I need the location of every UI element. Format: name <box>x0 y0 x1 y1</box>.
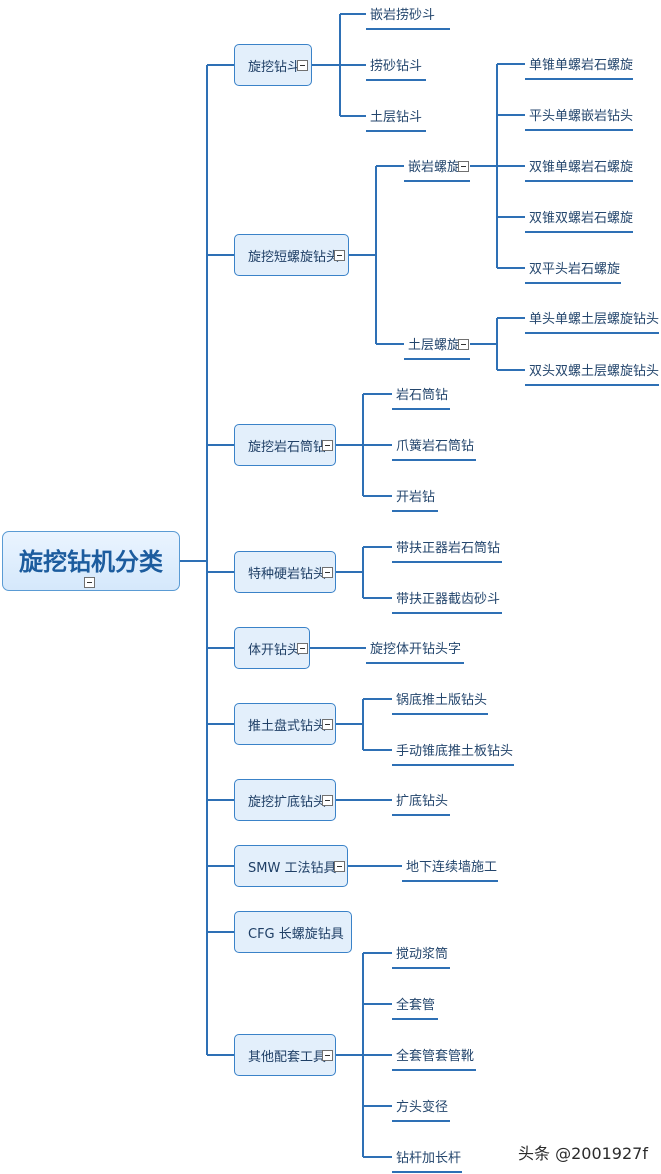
leaf-label[interactable]: 捞砂钻斗 <box>370 59 423 74</box>
collapse-toggle-icon[interactable] <box>297 643 308 654</box>
leaf-underline <box>392 1069 476 1071</box>
collapse-toggle-icon[interactable] <box>322 567 333 578</box>
leaf-label[interactable]: 手动锥底推土板钻头 <box>396 744 514 759</box>
leaf-label[interactable]: 带扶正器岩石筒钻 <box>396 541 501 556</box>
leaf-underline <box>392 408 450 410</box>
branch-node[interactable]: 特种硬岩钻头 <box>234 551 336 593</box>
leaf-underline <box>392 459 476 461</box>
leaf-label[interactable]: 双锥双螺岩石螺旋 <box>529 211 634 226</box>
leaf-underline <box>392 967 450 969</box>
leaf-label[interactable]: 双平头岩石螺旋 <box>529 262 621 277</box>
branch-node[interactable]: 旋挖短螺旋钻头 <box>234 234 349 276</box>
leaf-underline <box>402 880 498 882</box>
leaf-label[interactable]: 钻杆加长杆 <box>396 1151 462 1166</box>
collapse-toggle-icon[interactable] <box>322 795 333 806</box>
subgroup-label[interactable]: 嵌岩螺旋 <box>408 160 461 175</box>
branch-node[interactable]: 旋挖扩底钻头 <box>234 779 336 821</box>
branch-label: 其他配套工具 <box>248 1049 327 1065</box>
collapse-toggle-icon[interactable] <box>322 719 333 730</box>
leaf-underline <box>525 384 659 386</box>
leaf-label[interactable]: 全套管套管靴 <box>396 1049 475 1064</box>
leaf-underline <box>404 180 470 182</box>
leaf-label[interactable]: 爪簧岩石筒钻 <box>396 439 475 454</box>
leaf-label[interactable]: 土层钻斗 <box>370 110 423 125</box>
leaf-label[interactable]: 旋挖体开钻头字 <box>370 642 462 657</box>
branch-label: 旋挖岩石筒钻 <box>248 439 327 455</box>
branch-label: 旋挖钻斗 <box>248 59 301 75</box>
leaf-label[interactable]: 单锥单螺岩石螺旋 <box>529 58 634 73</box>
leaf-underline <box>525 129 633 131</box>
root-label: 旋挖钻机分类 <box>19 547 163 576</box>
leaf-label[interactable]: 扩底钻头 <box>396 794 449 809</box>
leaf-underline <box>392 1171 462 1173</box>
watermark: 头条 @2001927f <box>518 1144 648 1163</box>
leaf-underline <box>525 78 633 80</box>
leaf-underline <box>392 1018 438 1020</box>
leaf-underline <box>392 1120 450 1122</box>
leaf-underline <box>525 332 659 334</box>
branch-node[interactable]: CFG 长螺旋钻具 <box>234 911 352 953</box>
leaf-label[interactable]: 双锥单螺岩石螺旋 <box>529 160 634 175</box>
leaf-label[interactable]: 单头单螺土层螺旋钻头 <box>529 312 660 327</box>
collapse-toggle-icon[interactable] <box>322 440 333 451</box>
leaf-label[interactable]: 地下连续墙施工 <box>406 860 498 875</box>
collapse-toggle-icon[interactable] <box>334 250 345 261</box>
leaf-underline <box>366 79 426 81</box>
collapse-toggle-icon[interactable] <box>334 861 345 872</box>
collapse-toggle-icon[interactable] <box>458 161 469 172</box>
leaf-label[interactable]: 锅底推土版钻头 <box>396 693 488 708</box>
branch-label: 旋挖扩底钻头 <box>248 794 327 810</box>
branch-label: SMW 工法钻具 <box>248 860 337 876</box>
leaf-underline <box>366 130 426 132</box>
branch-node[interactable]: 其他配套工具 <box>234 1034 336 1076</box>
branch-label: 特种硬岩钻头 <box>248 566 327 582</box>
leaf-underline <box>404 358 470 360</box>
leaf-underline <box>392 510 438 512</box>
leaf-underline <box>525 231 633 233</box>
collapse-toggle-icon[interactable] <box>458 339 469 350</box>
collapse-toggle-icon[interactable] <box>297 60 308 71</box>
leaf-underline <box>392 612 502 614</box>
collapse-toggle-icon[interactable] <box>84 577 95 588</box>
branch-node[interactable]: 推土盘式钻头 <box>234 703 336 745</box>
branch-label: 旋挖短螺旋钻头 <box>248 249 340 265</box>
leaf-label[interactable]: 搅动浆筒 <box>396 947 449 962</box>
leaf-label[interactable]: 方头变径 <box>396 1100 449 1115</box>
leaf-label[interactable]: 全套管 <box>396 998 436 1013</box>
collapse-toggle-icon[interactable] <box>322 1050 333 1061</box>
leaf-underline <box>366 662 464 664</box>
leaf-underline <box>525 282 621 284</box>
leaf-underline <box>392 814 450 816</box>
leaf-underline <box>525 180 633 182</box>
branch-label: CFG 长螺旋钻具 <box>248 926 344 942</box>
leaf-label[interactable]: 双头双螺土层螺旋钻头 <box>529 364 660 379</box>
leaf-underline <box>392 764 514 766</box>
branch-node[interactable]: SMW 工法钻具 <box>234 845 348 887</box>
leaf-label[interactable]: 带扶正器截齿砂斗 <box>396 592 501 607</box>
branch-label: 推土盘式钻头 <box>248 718 327 734</box>
leaf-label[interactable]: 嵌岩捞砂斗 <box>370 8 436 23</box>
leaf-underline <box>392 713 488 715</box>
branch-node[interactable]: 旋挖岩石筒钻 <box>234 424 336 466</box>
leaf-underline <box>392 561 502 563</box>
leaf-underline <box>366 28 450 30</box>
leaf-label[interactable]: 岩石筒钻 <box>396 388 449 403</box>
leaf-label[interactable]: 开岩钻 <box>396 490 436 505</box>
leaf-label[interactable]: 平头单螺嵌岩钻头 <box>529 109 634 124</box>
branch-node[interactable]: 体开钻头 <box>234 627 310 669</box>
subgroup-label[interactable]: 土层螺旋 <box>408 338 461 353</box>
branch-label: 体开钻头 <box>248 642 301 658</box>
